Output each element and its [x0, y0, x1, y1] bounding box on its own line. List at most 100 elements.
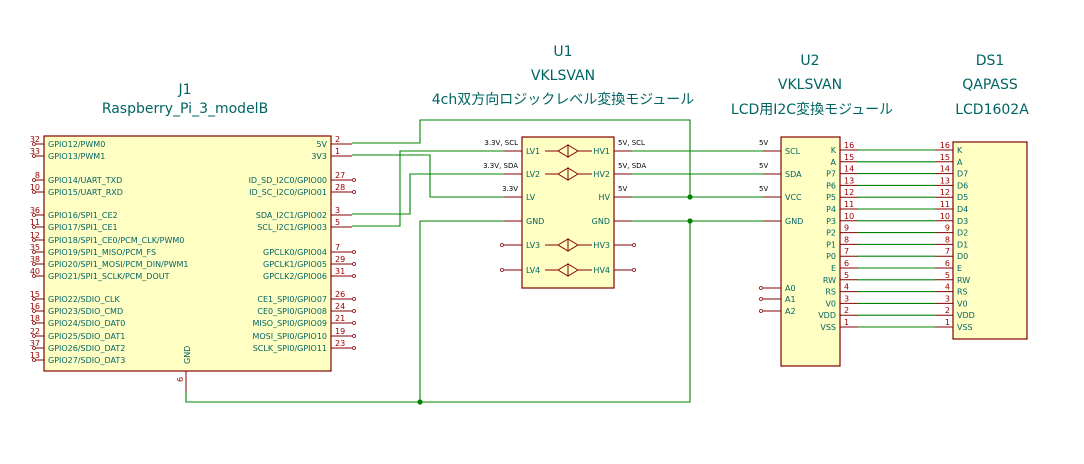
ds1-pin-num: 13	[940, 176, 950, 185]
u1-buffer-right	[567, 263, 579, 277]
j1-right-pin-num: 3	[335, 206, 340, 215]
j1-left-pin-num: 32	[30, 135, 40, 144]
wire-gnd-u1-left	[419, 220, 504, 402]
junction-5v	[687, 194, 693, 200]
ds1-pin-name: D4	[957, 205, 968, 214]
j1-left-pin-name: GPIO17/SPI1_CE1	[48, 223, 118, 232]
u1-desc: 4ch双方向ロジックレベル変換モジュール	[432, 91, 695, 108]
j1-right-pin-num: 21	[335, 314, 345, 323]
j1-left-pin-name: GPIO13/PWM1	[48, 152, 105, 161]
u2-right-pin-num: 3	[844, 294, 849, 303]
wires	[185, 119, 935, 405]
j1-left-pin-num: 11	[30, 218, 40, 227]
ds1-pin-num: 16	[940, 141, 950, 150]
u1-left-net-label: 3.3V, SCL	[484, 139, 518, 147]
j1-left-pins: 32GPIO12/PWM033GPIO13/PWM18GPIO14/UART_T…	[30, 135, 189, 365]
j1-right-pin-name: GPCLK1/GPIO05	[263, 260, 327, 269]
j1-left-pin-end	[32, 142, 36, 146]
u2-body	[780, 136, 841, 367]
u2-right-pin-name: V0	[825, 299, 836, 308]
u2-right-pin-name: P1	[826, 240, 836, 249]
u1-right-pin-name: HV1	[593, 147, 610, 156]
u2-right-pin-name: E	[831, 264, 836, 273]
j1-left-pin-end	[32, 358, 36, 362]
ds1-pin-num: 14	[940, 165, 950, 174]
ds1-pin-num: 15	[940, 153, 950, 162]
j1-left-pin-name: GPIO18/SPI1_CE0/PCM_CLK/PWM0	[48, 236, 184, 245]
junction-gnd-u2	[687, 218, 693, 224]
j1-right-pin-end	[352, 346, 356, 350]
ds1-pin-num: 4	[945, 283, 950, 292]
ds1-pin-name: D2	[957, 229, 968, 238]
u1-buffer-right	[567, 144, 579, 158]
j1-symbol[interactable]: J1 Raspberry_Pi_3_modelB 32GPIO12/PWM033…	[30, 82, 356, 392]
u1-right-net-label: 5V, SCL	[618, 139, 645, 147]
u1-left-pin-name: LV3	[526, 241, 540, 250]
u1-right-net-label: 5V	[618, 185, 627, 193]
u2-right-pin-num: 1	[844, 318, 849, 327]
u2-right-pin-num: 5	[844, 271, 849, 280]
j1-left-pin-name: GPIO20/SPI1_MOSI/PCM_DIN/PWM1	[48, 260, 188, 269]
ds1-pin-num: 3	[945, 294, 950, 303]
u1-left-pin-end	[500, 268, 504, 272]
ds1-pin-name: RS	[957, 288, 968, 297]
ds1-ref: DS1	[976, 53, 1005, 69]
j1-left-pin-name: GPIO25/SDIO_DAT1	[48, 332, 125, 341]
ds1-symbol[interactable]: DS1 QAPASS LCD1602A 16K15A14D713D612D511…	[935, 53, 1029, 340]
j1-left-pin-end	[32, 225, 36, 229]
ds1-pin-num: 10	[940, 212, 950, 221]
u2-left-pin-name: A1	[785, 295, 796, 304]
u2-pins: SCLSDAVCCGNDA0A1A25V5V5VK16A15P714P613P5…	[759, 139, 858, 332]
j1-left-pin-name: GPIO21/SPI1_SCLK/PCM_DOUT	[48, 272, 170, 281]
u1-left-net-label: 3.3V, SDA	[483, 162, 518, 170]
u2-right-pin-num: 6	[844, 259, 849, 268]
u1-pins: LV1LV2LVGNDLV3LV4HV1HV2HVGNDHV3HV43.3V, …	[483, 139, 646, 277]
j1-gnd-pin-num: 6	[176, 377, 185, 382]
j1-left-pin-num: 15	[30, 290, 40, 299]
j1-left-pin-end	[32, 321, 36, 325]
u2-left-pin-end	[759, 309, 763, 313]
j1-left-pin-end	[32, 334, 36, 338]
ds1-pin-name: VDD	[957, 311, 975, 320]
j1-right-pin-name: CE0_SPI0/GPIO08	[257, 307, 327, 316]
j1-right-pin-name: CE1_SPI0/GPIO07	[257, 295, 327, 304]
u1-symbol[interactable]: U1 VKLSVAN 4ch双方向ロジックレベル変換モジュール LV1LV2LV…	[432, 44, 695, 289]
ds1-pin-num: 9	[945, 224, 950, 233]
u2-left-pin-name: A2	[785, 307, 796, 316]
j1-right-pin-name: 5V	[316, 140, 327, 149]
ds1-pin-num: 5	[945, 271, 950, 280]
u2-value: VKLSVAN	[778, 77, 842, 93]
u2-symbol[interactable]: U2 VKLSVAN LCD用I2C変換モジュール SCLSDAVCCGNDA0…	[731, 53, 893, 367]
u1-right-pin-name: HV3	[593, 241, 610, 250]
ds1-pin-name: D5	[957, 193, 968, 202]
u1-right-pin-name: HV2	[593, 170, 610, 179]
u1-left-net-label: 3.3V	[502, 185, 518, 193]
j1-ref: J1	[177, 82, 191, 98]
u1-right-pin-name: GND	[592, 217, 610, 226]
u1-left-pin-name: LV2	[526, 170, 540, 179]
u1-value: VKLSVAN	[531, 68, 595, 84]
ds1-pin-num: 1	[945, 318, 950, 327]
ds1-pin-name: D6	[957, 181, 968, 190]
u2-right-pin-name: P0	[826, 252, 836, 261]
ds1-pin-name: D7	[957, 170, 968, 179]
j1-right-pin-name: 3V3	[311, 152, 327, 161]
j1-right-pin-num: 19	[335, 327, 345, 336]
j1-right-pin-name: MOSI_SPI0/GPIO10	[252, 332, 327, 341]
j1-left-pin-name: GPIO16/SPI1_CE2	[48, 211, 118, 220]
j1-body	[43, 135, 332, 372]
u2-left-net-label: 5V	[759, 185, 768, 193]
j1-right-pin-name: GPCLK2/GPIO06	[263, 272, 327, 281]
u1-right-pin-end	[632, 243, 636, 247]
j1-right-pin-num: 24	[335, 302, 345, 311]
j1-right-pin-num: 1	[335, 147, 340, 156]
u2-desc: LCD用I2C変換モジュール	[731, 101, 893, 118]
j1-left-pin-num: 16	[30, 302, 40, 311]
j1-right-pin-end	[352, 262, 356, 266]
ds1-pin-name: E	[957, 264, 962, 273]
u1-left-pin-name: LV4	[526, 266, 540, 275]
u1-right-pin-name: HV	[599, 193, 611, 202]
j1-right-pin-name: SDA_I2C1/GPIO02	[256, 211, 327, 220]
wires-u2-to-ds1	[858, 149, 935, 328]
j1-left-pin-name: GPIO15/UART_RXD	[48, 188, 123, 197]
